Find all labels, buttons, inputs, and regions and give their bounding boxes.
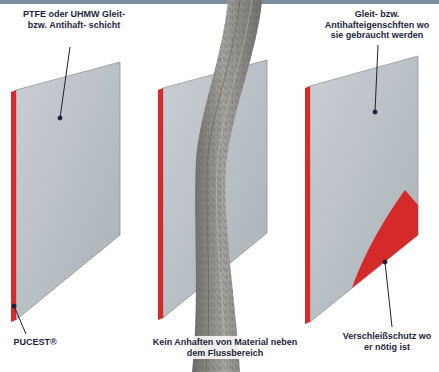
plate — [305, 56, 418, 324]
layer-label: PTFE oder UHMW Gleit- bzw. Antihaft- sch… — [18, 8, 130, 31]
note-label: Kein Anhaften von Material neben dem Flu… — [150, 336, 300, 359]
edge-label: PUCEST® — [4, 336, 66, 349]
leader-lines — [12, 45, 392, 334]
property-label: Gleit- bzw. Antihafteigenschften wo sie … — [318, 8, 436, 42]
top-band — [0, 0, 439, 4]
wear-zone — [352, 190, 418, 288]
wear-label: Verschleißschutz wo er nötig ist — [338, 330, 436, 353]
plate — [11, 62, 120, 322]
material-flow — [192, 0, 262, 372]
